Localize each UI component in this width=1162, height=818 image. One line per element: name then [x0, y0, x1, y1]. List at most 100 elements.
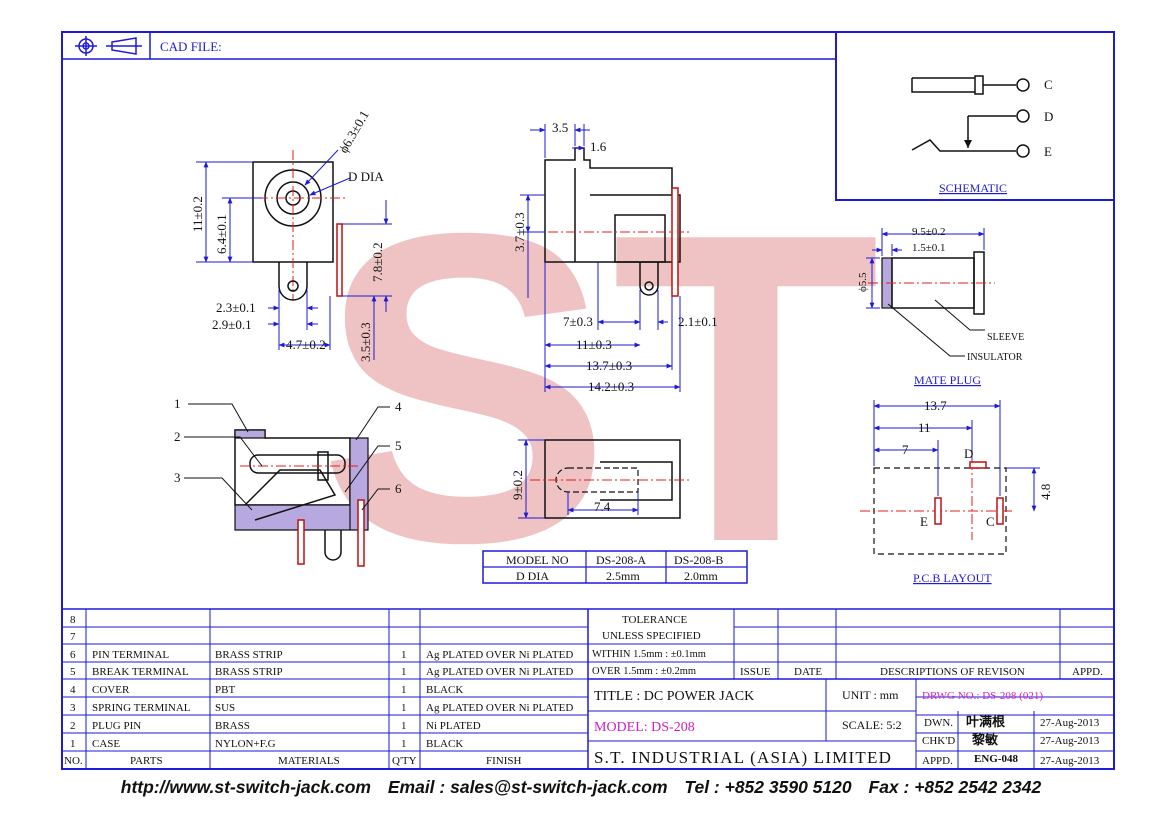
svg-text:1: 1: [401, 738, 407, 750]
svg-text:1: 1: [401, 720, 407, 732]
svg-text:4.8: 4.8: [1038, 484, 1053, 500]
contact-footer: http://www.st-switch-jack.com Email : sa…: [0, 777, 1162, 798]
svg-text:2: 2: [70, 720, 76, 732]
svg-text:D: D: [1044, 109, 1053, 124]
svg-text:11±0.2: 11±0.2: [190, 196, 205, 232]
svg-text:ϕ5.5: ϕ5.5: [857, 272, 869, 292]
fax-text: Fax : +852 2542 2342: [868, 777, 1042, 797]
svg-text:9±0.2: 9±0.2: [510, 470, 525, 500]
svg-text:Ag PLATED OVER Ni PLATED: Ag PLATED OVER Ni PLATED: [426, 666, 573, 678]
svg-text:6.4±0.1: 6.4±0.1: [214, 214, 229, 254]
svg-text:WITHIN 1.5mm : ±0.1mm: WITHIN 1.5mm : ±0.1mm: [592, 649, 706, 660]
svg-text:UNIT : mm: UNIT : mm: [842, 688, 899, 702]
bom-table: [62, 608, 1114, 769]
svg-text:1.5±0.1: 1.5±0.1: [912, 242, 946, 254]
header-bar: CAD FILE:: [62, 32, 836, 60]
company-name: S.T. INDUSTRIAL (ASIA) LIMITED: [594, 748, 892, 767]
svg-text:7.8±0.2: 7.8±0.2: [370, 242, 385, 282]
svg-text:9.5±0.2: 9.5±0.2: [912, 226, 946, 238]
svg-text:NO.: NO.: [64, 755, 83, 767]
svg-text:11: 11: [918, 420, 931, 435]
svg-text:27-Aug-2013: 27-Aug-2013: [1040, 735, 1100, 747]
svg-text:APPD.: APPD.: [1072, 666, 1103, 678]
svg-text:MATERIALS: MATERIALS: [278, 755, 340, 767]
svg-text:2: 2: [174, 429, 181, 444]
svg-text:CHK'D: CHK'D: [922, 735, 955, 747]
svg-text:D: D: [964, 446, 973, 461]
bom-rows: 8 7 6 PIN TERMINAL BRASS STRIP 1 Ag PLAT…: [64, 614, 573, 767]
svg-text:DATE: DATE: [794, 666, 822, 678]
svg-text:1: 1: [401, 666, 407, 678]
svg-text:1: 1: [401, 702, 407, 714]
svg-text:1: 1: [401, 649, 407, 661]
svg-text:APPD.: APPD.: [922, 755, 953, 767]
svg-text:7.4: 7.4: [594, 499, 611, 514]
svg-text:11±0.3: 11±0.3: [576, 337, 612, 352]
svg-text:Ni PLATED: Ni PLATED: [426, 720, 481, 732]
svg-text:D DIA: D DIA: [348, 169, 384, 184]
mate-plug-caption: MATE PLUG: [914, 373, 981, 387]
svg-text:C: C: [986, 514, 995, 529]
svg-text:14.2±0.3: 14.2±0.3: [588, 379, 634, 394]
svg-text:BLACK: BLACK: [426, 738, 463, 750]
svg-text:1: 1: [174, 396, 181, 411]
svg-text:SPRING TERMINAL: SPRING TERMINAL: [92, 702, 191, 714]
svg-text:2.1±0.1: 2.1±0.1: [678, 314, 718, 329]
svg-text:SUS: SUS: [215, 702, 235, 714]
svg-text:3.7±0.3: 3.7±0.3: [512, 212, 527, 252]
svg-text:5: 5: [395, 438, 402, 453]
svg-text:8: 8: [70, 614, 76, 626]
svg-text:2.9±0.1: 2.9±0.1: [212, 317, 252, 332]
bottom-view: 9±0.2 7.4: [510, 439, 690, 519]
svg-text:DS-208-A: DS-208-A: [596, 553, 646, 567]
svg-text:黎敏: 黎敏: [972, 732, 999, 747]
website-link[interactable]: http://www.st-switch-jack.com: [120, 777, 371, 797]
svg-text:SCALE: 5:2: SCALE: 5:2: [842, 718, 902, 732]
svg-text:ISSUE: ISSUE: [740, 666, 771, 678]
svg-text:3.5±0.3: 3.5±0.3: [358, 322, 373, 362]
model-table: MODEL NO DS-208-A DS-208-B D DIA 2.5mm 2…: [482, 550, 748, 584]
title-block-text: TOLERANCE UNLESS SPECIFIED WITHIN 1.5mm …: [592, 614, 1103, 767]
svg-text:SLEEVE: SLEEVE: [987, 332, 1024, 343]
svg-text:4.7±0.2: 4.7±0.2: [286, 337, 326, 352]
svg-text:DS-208-B: DS-208-B: [674, 553, 723, 567]
svg-text:5: 5: [70, 666, 76, 678]
svg-text:ENG-048: ENG-048: [974, 753, 1019, 765]
cad-file-label: CAD FILE:: [160, 39, 222, 54]
svg-text:C: C: [1044, 77, 1053, 92]
svg-text:PARTS: PARTS: [130, 755, 163, 767]
svg-text:6: 6: [70, 649, 76, 661]
svg-text:E: E: [1044, 144, 1052, 159]
svg-text:COVER: COVER: [92, 684, 130, 696]
svg-text:BRASS STRIP: BRASS STRIP: [215, 666, 283, 678]
svg-text:BLACK: BLACK: [426, 684, 463, 696]
svg-text:3: 3: [70, 702, 76, 714]
svg-text:1: 1: [70, 738, 76, 750]
svg-text:2.0mm: 2.0mm: [684, 569, 718, 583]
telephone-text: Tel : +852 3590 5120: [684, 777, 852, 797]
section-view: 1 2 3 4 5 6: [174, 396, 402, 567]
pcb-layout-view: 13.7 11 7 4.8 D E C P.C.B LAYOUT: [860, 398, 1053, 585]
svg-text:13.7: 13.7: [924, 398, 947, 413]
svg-text:CASE: CASE: [92, 738, 120, 750]
svg-text:13.7±0.3: 13.7±0.3: [586, 358, 632, 373]
svg-text:Q'TY: Q'TY: [392, 755, 417, 767]
svg-text:BREAK TERMINAL: BREAK TERMINAL: [92, 666, 189, 678]
svg-text:UNLESS SPECIFIED: UNLESS SPECIFIED: [602, 630, 701, 642]
model-name: MODEL: DS-208: [594, 720, 695, 735]
drawing-title: TITLE : DC POWER JACK: [594, 689, 754, 704]
projection-symbol-icon: [75, 36, 142, 56]
svg-text:2.5mm: 2.5mm: [606, 569, 640, 583]
svg-text:7: 7: [902, 442, 909, 457]
email-link[interactable]: Email : sales@st-switch-jack.com: [387, 777, 668, 797]
svg-text:TOLERANCE: TOLERANCE: [622, 614, 687, 626]
svg-text:OVER 1.5mm : ±0.2mm: OVER 1.5mm : ±0.2mm: [592, 666, 696, 677]
svg-text:DESCRIPTIONS OF REVISON: DESCRIPTIONS OF REVISON: [880, 666, 1025, 678]
title-block: [588, 609, 1114, 769]
pcb-layout-caption: P.C.B LAYOUT: [913, 571, 992, 585]
svg-text:FINISH: FINISH: [486, 755, 522, 767]
svg-text:BRASS: BRASS: [215, 720, 250, 732]
mate-plug-view: 9.5±0.2 1.5±0.1 ϕ5.5 SLEEVE INSULATOR MA…: [857, 226, 1024, 387]
svg-text:D DIA: D DIA: [516, 569, 549, 583]
svg-text:6: 6: [395, 481, 402, 496]
